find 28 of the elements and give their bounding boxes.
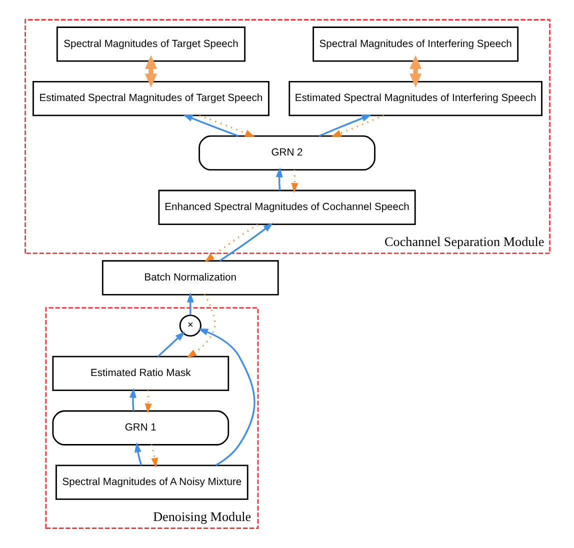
arrow	[150, 444, 158, 468]
node-box: Spectral Magnitudes of Interfering Speech	[312, 26, 518, 62]
arrow	[186, 294, 216, 358]
arrow	[290, 170, 298, 193]
node-box: Batch Normalization	[101, 260, 278, 296]
node-box: Estimated Spectral Magnitudes of Interfering Speech	[288, 80, 542, 116]
arrow	[204, 224, 258, 262]
arrow	[409, 55, 422, 88]
arrow	[144, 55, 157, 88]
node-box: GRN 1	[52, 410, 229, 446]
arrow	[156, 331, 185, 358]
arrow	[186, 292, 194, 315]
node-box: Estimated Spectral Magnitudes of Target Speech	[32, 80, 269, 116]
arrow	[144, 390, 152, 414]
node-box: Estimated Ratio Mask	[52, 356, 229, 392]
arrow	[275, 167, 282, 190]
arrow	[182, 114, 238, 137]
node-box: Spectral Magnitudes of Target Speech	[56, 26, 246, 62]
node-circle: ×	[178, 314, 201, 337]
arrow	[318, 114, 372, 137]
arrow	[330, 114, 384, 137]
node-box: GRN 2	[198, 135, 375, 171]
arrow	[134, 442, 142, 466]
node-box: Spectral Magnitudes of A Noisy Mixture	[55, 464, 248, 500]
arrow	[198, 114, 255, 137]
node-box: Enhanced Spectral Magnitudes of Cochannel Speech	[158, 190, 416, 225]
arrow	[128, 388, 136, 411]
arrow	[218, 222, 273, 262]
